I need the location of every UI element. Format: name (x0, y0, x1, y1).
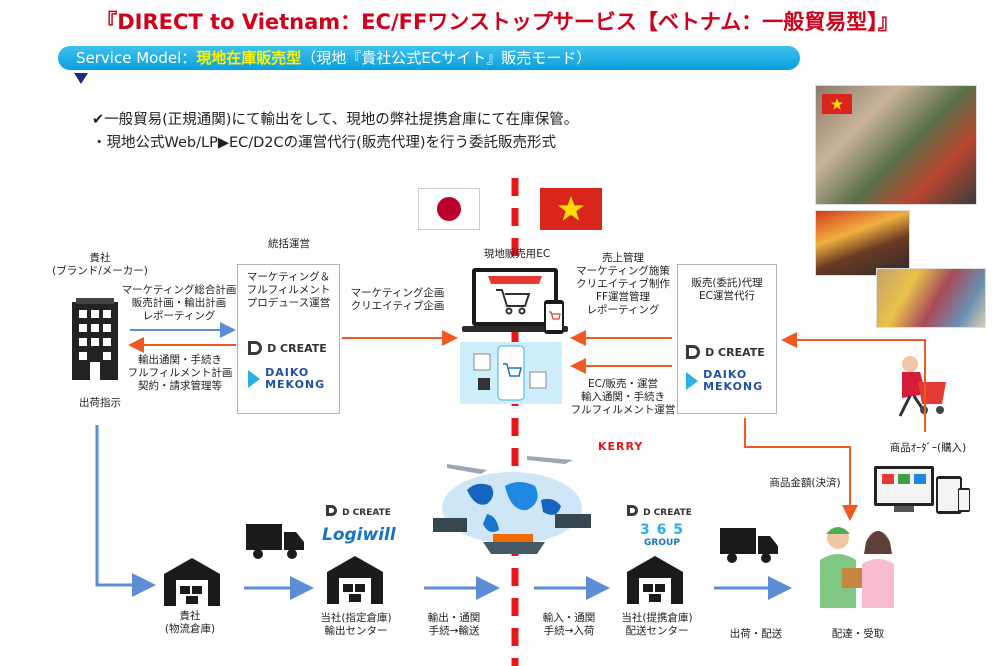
group365-logo: 3 6 5 GROUP (640, 522, 684, 548)
dcreate-logo-local: D CREATE (686, 341, 765, 360)
delivery-receive-illustration (820, 527, 894, 608)
model-prefix: Service Model： (76, 49, 197, 67)
office-building-icon (72, 298, 118, 380)
laptop-shop-icon (462, 268, 568, 334)
truck-icon (246, 524, 304, 559)
arrow-agent-to-payment (744, 418, 858, 521)
hq-body: マーケティング＆ フルフィルメント プロデュース運営 (246, 271, 331, 309)
shipment-instruction-label: 出荷指示 (79, 397, 121, 409)
agent-body: 販売(委託)代理 EC運営代行 (691, 277, 763, 302)
group365-number: 3 6 5 (640, 522, 684, 538)
smartphone-cart-icon (473, 345, 547, 401)
vietnam-flag-icon (822, 94, 852, 114)
border-line (511, 178, 519, 666)
export-step-label: 輸出・通関 手続→輸送 (427, 612, 481, 637)
delivery-warehouse-label: 当社(提携倉庫) 配送センター (621, 612, 693, 637)
agent-box: 販売(委託)代理 EC運営代行 D CREATE DAIKO MEKONG (677, 264, 777, 414)
dcreate-logo-import: D CREATE (627, 500, 692, 519)
kerry-label: KERRY (598, 440, 644, 453)
logiwill-logo: Logiwill (322, 525, 396, 545)
bullet-line-2: ・現地公式Web/LP▶EC/D2Cの運営代行(販売代理)を行う委託販売形式 (92, 135, 556, 151)
hq-box: マーケティング＆ フルフィルメント プロデュース運営 D CREATE DAIK… (237, 264, 340, 414)
payment-label: 商品金額(決済) (769, 477, 841, 489)
hq-to-ec-label: マーケティング企画 クリエイティブ企画 (350, 287, 445, 312)
japan-flag-icon (418, 188, 480, 230)
page-title: 『DIRECT to Vietnam：EC/FFワンストップサービス【ベトナム：… (96, 10, 899, 34)
model-highlight: 現地在庫販売型 (196, 49, 302, 67)
ec-title: 現地販売用EC (483, 248, 551, 260)
triangle-marker-icon (74, 73, 88, 84)
model-suffix: （現地『貴社公式ECサイト』販売モード） (301, 49, 592, 67)
delivery-warehouse-icon (627, 556, 683, 604)
truck-icon-local (720, 528, 778, 563)
vietnam-flag-large-icon (540, 188, 602, 230)
ship-deliver-label: 出荷・配送 (729, 628, 783, 640)
street-photo-2 (815, 210, 910, 276)
service-model-bar: Service Model：現地在庫販売型（現地『貴社公式ECサイト』販売モード… (58, 46, 800, 70)
global-logistics-illustration (433, 456, 591, 554)
daiko-mekong-logo: DAIKO MEKONG (248, 367, 325, 391)
hq-title: 統括運営 (268, 238, 310, 250)
export-warehouse-label: 当社(指定倉庫) 輸出センター (320, 612, 392, 637)
client-warehouse-label: 貴社 (物流倉庫) (164, 610, 216, 635)
order-label: 商品ｵｰﾀﾞｰ(購入) (889, 442, 967, 454)
client-warehouse-icon (164, 558, 220, 606)
devices-icon (874, 466, 970, 514)
dcreate-logo-export: D CREATE (326, 500, 391, 519)
dcreate-logo: D CREATE (248, 337, 327, 356)
client-label: 貴社 (ブランド/メーカー) (52, 252, 148, 277)
export-warehouse-icon (327, 556, 383, 604)
shopper-cart-icon (898, 356, 946, 417)
mobile-commerce-image (460, 342, 562, 404)
arrow-instruction-to-warehouse (95, 425, 156, 597)
bullet-line-1: ✔一般貿易(正規通関)にて輸出をして、現地の弊社提携倉庫にて在庫保管。 (92, 112, 579, 128)
client-to-hq-bottom-label: 輸出通関・手続き フルフィルメント計画 契約・請求管理等 (127, 354, 233, 392)
street-photo-3 (876, 268, 986, 328)
import-step-label: 輸入・通関 手続→入荷 (542, 612, 596, 637)
group365-sub: GROUP (644, 538, 680, 548)
receive-label: 配達・受取 (831, 628, 885, 640)
client-to-hq-top-label: マーケティング総合計画 販売計画・輸出計画 レポーティング (121, 284, 237, 322)
daiko-mekong-logo-local: DAIKO MEKONG (686, 369, 763, 393)
local-bottom-label: EC/販売・運営 輸入通関・手続き フルフィルメント運営 (570, 378, 676, 416)
local-top-label: 売上管理 マーケティング施策 クリエイティブ制作 FF運営管理 レポーティング (576, 252, 670, 316)
street-photo-1 (815, 85, 977, 205)
